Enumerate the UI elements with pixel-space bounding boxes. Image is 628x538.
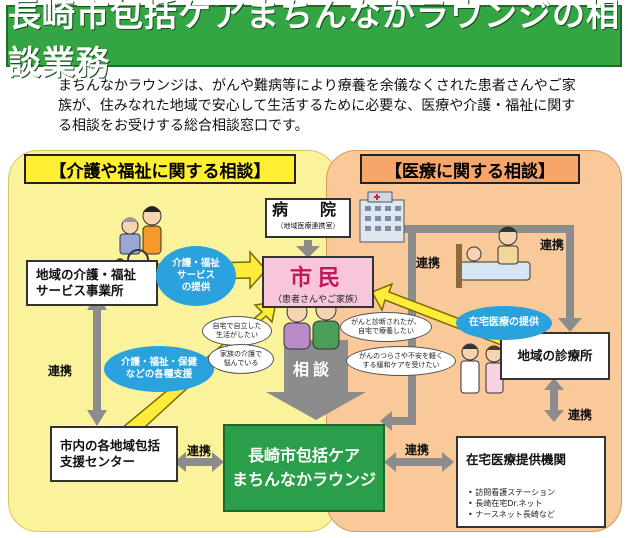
home-care-note: ナースネット長崎など — [468, 509, 555, 520]
cloud-text: する緩和ケアを受けたい — [362, 361, 440, 369]
link-arrow-hospital-clinic — [394, 225, 574, 233]
link-label: 連携 — [540, 238, 565, 252]
home-care-label: 在宅医療提供機関 — [466, 452, 567, 467]
bubble-text: 介護・福祉 — [172, 258, 220, 269]
home-medical-bubble: 在宅医療の提供 — [456, 306, 552, 340]
service-provision-bubble: 介護・福祉 サービス の提供 — [156, 246, 236, 306]
thought-cloud: 家族の介護で悩んでいる — [208, 344, 274, 374]
citizen-box: 市民 （患者さんやご家族） — [262, 256, 374, 308]
medical-section-header: 【医療に関する相談】 — [360, 154, 580, 184]
cloud-text: 家族の介護で — [220, 350, 262, 358]
hospital-box: 病 院 （地域医療連携室） — [265, 198, 351, 238]
link-label: 連携 — [416, 256, 441, 270]
lounge-line-2: まちんなかラウンジ — [231, 470, 376, 489]
care-office-box: 地域の介護・福祉 サービス事業所 — [26, 260, 158, 306]
intro-line-1: まちんなかラウンジは、がんや難病等により療養を余儀なくされた患者さんやご家 — [58, 78, 576, 94]
hospital-sublabel: （地域医療連携室） — [276, 222, 340, 230]
citizen-label: 市民 — [289, 265, 346, 291]
link-label: 連携 — [405, 443, 430, 457]
intro-line-2: 族が、住みなれた地域で安心して生活するために必要な、医療や介護・福祉に関す — [58, 98, 576, 114]
doctor-nurse-illustration — [460, 343, 504, 394]
cloud-text: がんのつらさや不安を軽く — [359, 352, 443, 360]
home-care-note: 長崎在宅Dr.ネット — [468, 498, 555, 509]
welfare-section-header: 【介護や福祉に関する相談】 — [24, 154, 296, 184]
cloud-text: 自宅で療養したい — [358, 327, 414, 335]
cloud-text: 自宅で自立した — [212, 322, 262, 330]
cloud-text: がんと診断されたが、 — [351, 318, 421, 326]
care-office-line-1: 地域の介護・福祉 — [36, 267, 137, 282]
home-care-notes: 訪問看護ステーション 長崎在宅Dr.ネット ナースネット長崎など — [468, 487, 555, 520]
support-center-box: 市内の各地域包括 支援センター — [50, 426, 178, 482]
home-care-note: 訪問看護ステーション — [468, 487, 555, 498]
link-arrow-support-lounge — [182, 458, 216, 466]
clinic-label: 地域の診療所 — [517, 348, 593, 363]
hospital-building-icon — [359, 191, 405, 243]
link-label: 連携 — [187, 444, 212, 458]
bed-patient-illustration — [456, 226, 531, 288]
support-center-line-2: 支援センター — [60, 454, 136, 469]
thought-cloud: 自宅で自立した生活がしたい — [202, 316, 272, 346]
lounge-line-1: 長崎市包括ケア — [247, 446, 360, 465]
cloud-text: 悩んでいる — [223, 359, 259, 367]
lounge-box: 長崎市包括ケア まちんなかラウンジ — [223, 424, 385, 512]
cloud-text: 生活がしたい — [216, 331, 258, 339]
thought-cloud: がんと診断されたが、自宅で療養したい — [340, 312, 432, 342]
link-label: 連携 — [568, 408, 593, 422]
caregiver-wheelchair-illustration — [115, 206, 162, 271]
support-services-bubble: 介護・福祉・保健 などの各種支援 — [104, 346, 214, 392]
link-label: 連携 — [48, 364, 73, 378]
bubble-text: 介護・福祉・保健 — [120, 357, 197, 368]
bubble-text: の提供 — [181, 282, 211, 293]
thought-cloud: がんのつらさや不安を軽くする緩和ケアを受けたい — [346, 346, 456, 376]
intro-text: まちんなかラウンジは、がんや難病等により療養を余儀なくされた患者さんやご家 族が… — [58, 76, 598, 136]
care-office-line-2: サービス事業所 — [36, 283, 124, 298]
intro-line-3: る相談をお受けする総合相談窓口です。 — [58, 118, 309, 134]
support-center-line-1: 市内の各地域包括 — [60, 438, 161, 453]
bubble-text: サービス — [176, 270, 215, 281]
link-arrow-clinic-homecare — [550, 386, 558, 414]
citizen-sublabel: （患者さんやご家族） — [272, 294, 363, 305]
clinic-box: 地域の診療所 — [500, 332, 610, 380]
link-arrow-lounge-homecare — [392, 458, 446, 466]
hospital-label: 病 院 — [271, 200, 344, 219]
bubble-text: 在宅医療の提供 — [469, 317, 539, 328]
link-arrow-care-support — [93, 306, 101, 414]
bubble-text: などの各種支援 — [125, 369, 193, 380]
consult-label: 相談 — [292, 360, 333, 379]
consult-arrow — [266, 340, 366, 420]
